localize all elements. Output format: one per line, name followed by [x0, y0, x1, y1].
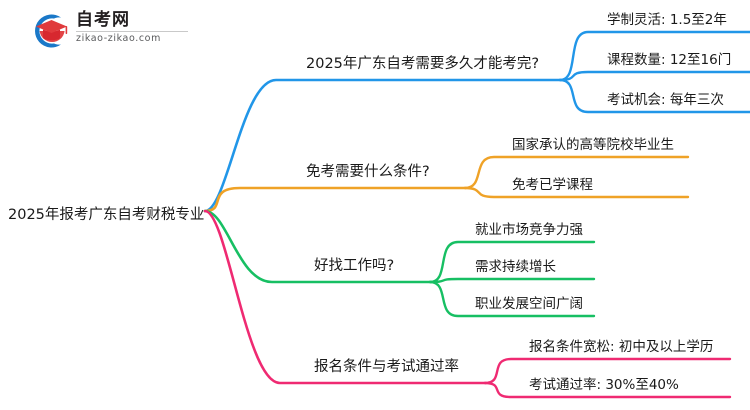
leaf-connector-duration-2 — [558, 78, 750, 114]
logo-domain: zikao-zikao.com — [76, 33, 161, 44]
leaf-label-enrollment-0[interactable]: 报名条件宽松: 初中及以上学历 — [529, 339, 714, 355]
mindmap-root-label[interactable]: 2025年报考广东自考财税专业 — [8, 207, 205, 223]
graduation-cap-logo-icon — [35, 14, 68, 48]
leaf-label-duration-1[interactable]: 课程数量: 12至16门 — [607, 52, 732, 68]
leaf-connector-exemption-0 — [463, 155, 690, 190]
leaf-connector-exemption-1 — [463, 186, 690, 199]
branch-trunk-duration — [203, 78, 562, 213]
leaf-connector-enrollment-1 — [483, 381, 732, 399]
site-logo[interactable]: 自考网 zikao-zikao.com — [30, 8, 210, 54]
leaf-connector-enrollment-0 — [483, 357, 732, 385]
leaf-connector-employment-2 — [428, 280, 596, 318]
leaf-connector-duration-1 — [558, 70, 750, 82]
leaf-label-exemption-1[interactable]: 免考已学课程 — [512, 177, 593, 193]
leaf-label-duration-0[interactable]: 学制灵活: 1.5至2年 — [607, 12, 727, 28]
leaf-label-duration-2[interactable]: 考试机会: 每年三次 — [607, 92, 724, 108]
leaf-label-employment-0[interactable]: 就业市场竞争力强 — [475, 222, 583, 238]
logo-divider — [76, 31, 188, 32]
leaf-label-enrollment-1[interactable]: 考试通过率: 30%至40% — [529, 377, 679, 393]
leaf-label-employment-2[interactable]: 职业发展空间广阔 — [475, 296, 583, 312]
logo-name-cn: 自考网 — [76, 10, 130, 30]
branch-label-employment[interactable]: 好找工作吗? — [314, 258, 395, 274]
logo-text: 自考网 zikao-zikao.com — [76, 10, 188, 45]
leaf-label-exemption-0[interactable]: 国家承认的高等院校毕业生 — [512, 137, 674, 153]
branch-trunk-employment — [203, 209, 432, 284]
branch-label-exemption[interactable]: 免考需要什么条件? — [306, 164, 430, 180]
leaf-connector-duration-0 — [558, 30, 750, 82]
leaf-label-employment-1[interactable]: 需求持续增长 — [475, 259, 556, 275]
leaf-connector-employment-0 — [428, 240, 596, 284]
branch-label-duration[interactable]: 2025年广东自考需要多久才能考完? — [306, 56, 540, 72]
branch-trunk-enrollment — [203, 209, 487, 385]
leaf-connector-employment-1 — [428, 277, 596, 284]
branch-trunk-exemption — [203, 186, 467, 213]
branch-label-enrollment[interactable]: 报名条件与考试通过率 — [314, 359, 459, 375]
